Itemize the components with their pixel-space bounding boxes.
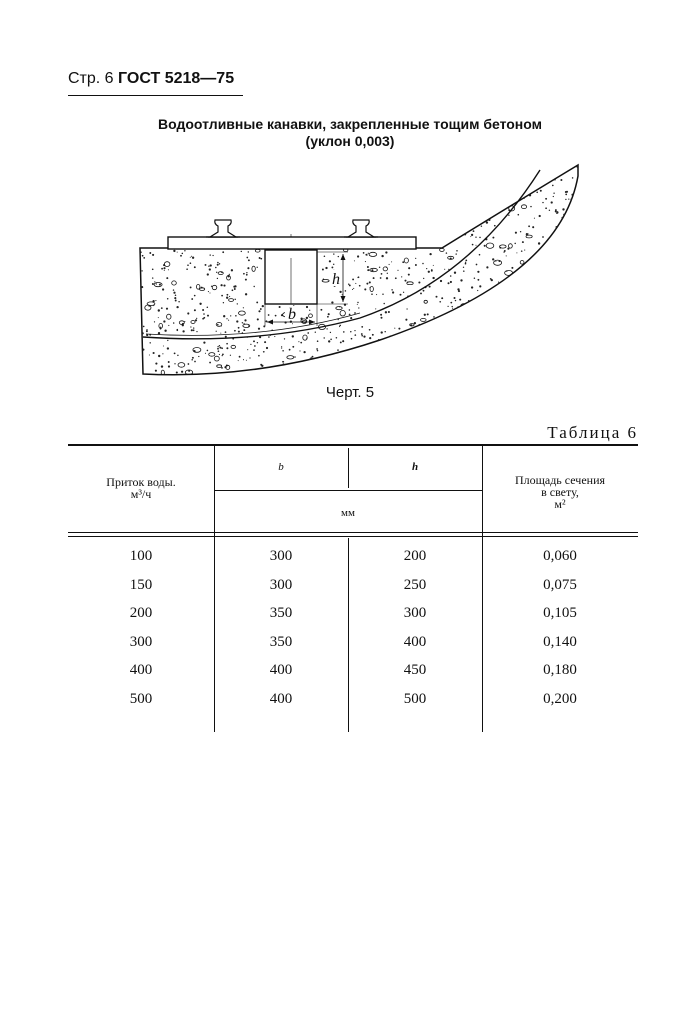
cell-inflow: 400: [129, 662, 153, 679]
table-col-divider-2-header: [348, 448, 349, 488]
table-header-rule-1: [68, 532, 638, 533]
table-col-divider-3: [482, 446, 483, 732]
drainage-ditch-drawing: b h: [139, 163, 579, 376]
table-label: Таблица 6: [547, 423, 638, 442]
cell-h: 250: [403, 576, 427, 593]
header-h: h: [411, 461, 419, 473]
figure-title-line-2: (уклон 0,003): [305, 133, 395, 149]
cell-b: 400: [269, 662, 293, 679]
figure-title-line-1: Водоотливные канавки, закрепленные тощим…: [158, 116, 542, 132]
cell-b: 300: [269, 548, 293, 564]
cell-h: 200: [403, 548, 427, 564]
concrete-mass: [139, 163, 579, 376]
cell-b: 300: [269, 576, 293, 593]
table-top-rule: [68, 444, 638, 446]
dim-h-label: h: [332, 271, 340, 288]
figure-title: Водоотливные канавки, закрепленные тощим…: [0, 116, 700, 150]
cell-h: 500: [403, 691, 427, 707]
lining-inner-boundary: [142, 169, 541, 340]
cell-h: 300: [403, 605, 427, 622]
table-header-rule-2: [68, 536, 638, 537]
cell-h: 400: [403, 633, 427, 650]
rail-left: [206, 219, 240, 238]
cell-inflow: 100: [129, 548, 153, 564]
header-area: Площадь сечения в свету, м²: [514, 473, 606, 511]
header-inflow: Приток воды. м³/ч: [106, 475, 176, 501]
rail-right: [344, 219, 378, 238]
cell-area: 0,200: [543, 691, 577, 707]
table-col-divider-2-body: [348, 538, 349, 732]
sleeper: [167, 236, 417, 250]
cell-inflow: 150: [129, 576, 153, 593]
cell-inflow: 200: [129, 605, 153, 622]
lining-seam: [145, 312, 361, 336]
document-code: ГОСТ 5218—75: [118, 70, 235, 87]
data-table: Приток воды. м³/ч b h мм Площадь сечения…: [68, 444, 638, 734]
header-rule: [68, 95, 243, 96]
cell-area: 0,105: [543, 605, 577, 622]
header-b: b: [278, 461, 284, 473]
cell-inflow: 300: [129, 633, 153, 650]
cell-b: 400: [269, 691, 293, 707]
table-col-divider-1: [214, 446, 215, 732]
figure-caption: Черт. 5: [325, 384, 375, 401]
page-header: Стр. 6 ГОСТ 5218—75: [68, 70, 234, 88]
dim-b-label: b: [288, 306, 296, 323]
cell-h: 450: [403, 662, 427, 679]
cell-b: 350: [269, 633, 293, 650]
table-subheader-rule: [214, 490, 482, 491]
cell-area: 0,180: [543, 662, 577, 679]
cell-inflow: 500: [129, 691, 153, 707]
cell-area: 0,140: [543, 633, 577, 650]
header-unit: мм: [341, 507, 355, 519]
page-number: Стр. 6: [68, 70, 114, 87]
cell-area: 0,075: [543, 576, 577, 593]
cell-area: 0,060: [543, 548, 577, 564]
cell-b: 350: [269, 605, 293, 622]
